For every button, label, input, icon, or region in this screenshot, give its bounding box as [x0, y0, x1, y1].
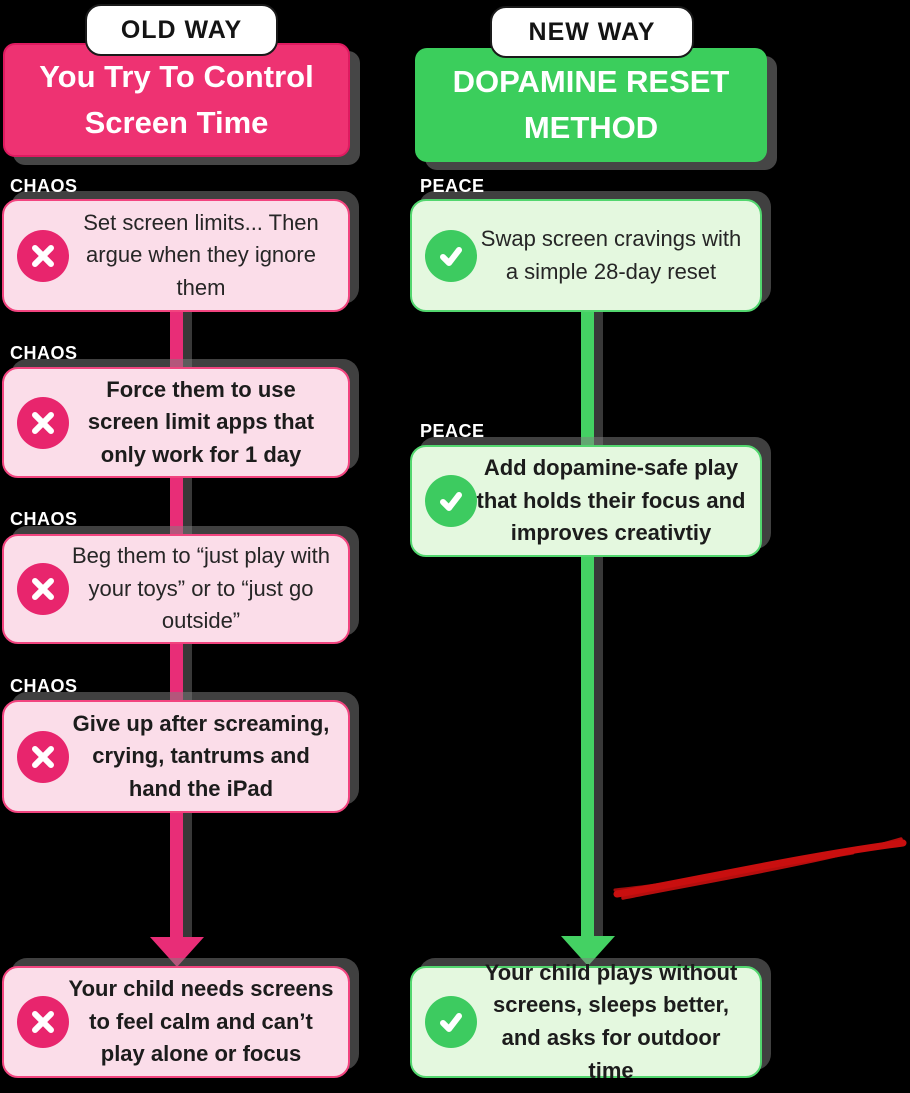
- new-step-text-1: Swap screen cravings with a simple 28-da…: [480, 225, 742, 284]
- new-step-text-2: Add dopamine-safe play that holds their …: [476, 455, 746, 546]
- chaos-label-3: CHAOS: [10, 509, 78, 529]
- old-way-title: You Try To Control Screen Time: [39, 58, 314, 141]
- check-icon: [425, 996, 477, 1048]
- arrow-down-icon-new: [561, 936, 615, 966]
- old-step-box-1: Set screen limits... Then argue when the…: [2, 199, 350, 312]
- flow-connector-old-4: [170, 811, 183, 939]
- new-step-box-2: Add dopamine-safe play that holds their …: [410, 445, 762, 557]
- chaos-label-4: CHAOS: [10, 676, 78, 696]
- old-result-text: Your child needs screens to feel calm an…: [68, 976, 334, 1067]
- flow-connector-new-1: [581, 310, 594, 446]
- new-step-box-1: Swap screen cravings with a simple 28-da…: [410, 199, 762, 312]
- old-step-box-2: Force them to use screen limit apps that…: [2, 367, 350, 478]
- old-step-text-4: Give up after screaming, crying, tantrum…: [72, 710, 330, 801]
- x-icon: [17, 996, 69, 1048]
- red-marker-stroke-annotation: [613, 836, 909, 902]
- flow-connector-old-1: [170, 310, 183, 370]
- old-way-badge-label: OLD WAY: [120, 15, 243, 44]
- old-step-box-3: Beg them to “just play with your toys” o…: [2, 534, 350, 644]
- old-way-title-banner: You Try To Control Screen Time: [3, 43, 350, 157]
- peace-label-2: PEACE: [420, 421, 485, 441]
- old-result-box: Your child needs screens to feel calm an…: [2, 966, 350, 1078]
- arrow-down-icon-old: [150, 937, 204, 967]
- old-step-text-1: Set screen limits... Then argue when the…: [83, 209, 319, 300]
- chaos-label-2: CHAOS: [10, 343, 78, 363]
- x-icon: [17, 396, 69, 449]
- flow-connector-old-3: [170, 642, 183, 704]
- check-icon: [425, 475, 477, 527]
- x-icon: [17, 730, 69, 783]
- flow-connector-old-2: [170, 476, 183, 538]
- new-way-title-banner: DOPAMINE RESET METHOD: [415, 48, 767, 162]
- chaos-label-1: CHAOS: [10, 176, 78, 196]
- x-icon: [17, 563, 69, 615]
- check-icon: [425, 229, 477, 282]
- flow-connector-new-2: [581, 555, 594, 937]
- old-way-badge: OLD WAY: [85, 4, 278, 56]
- new-result-box: Your child plays without screens, sleeps…: [410, 960, 762, 1083]
- new-result-text: Your child plays without screens, sleeps…: [484, 959, 738, 1083]
- new-way-badge-label: NEW WAY: [528, 17, 656, 46]
- old-step-text-2: Force them to use screen limit apps that…: [87, 376, 315, 467]
- old-step-box-4: Give up after screaming, crying, tantrum…: [2, 700, 350, 813]
- old-step-text-3: Beg them to “just play with your toys” o…: [71, 543, 330, 634]
- new-way-badge: NEW WAY: [490, 6, 694, 58]
- new-way-title: DOPAMINE RESET METHOD: [452, 63, 730, 146]
- x-icon: [17, 229, 69, 282]
- peace-label-1: PEACE: [420, 176, 485, 196]
